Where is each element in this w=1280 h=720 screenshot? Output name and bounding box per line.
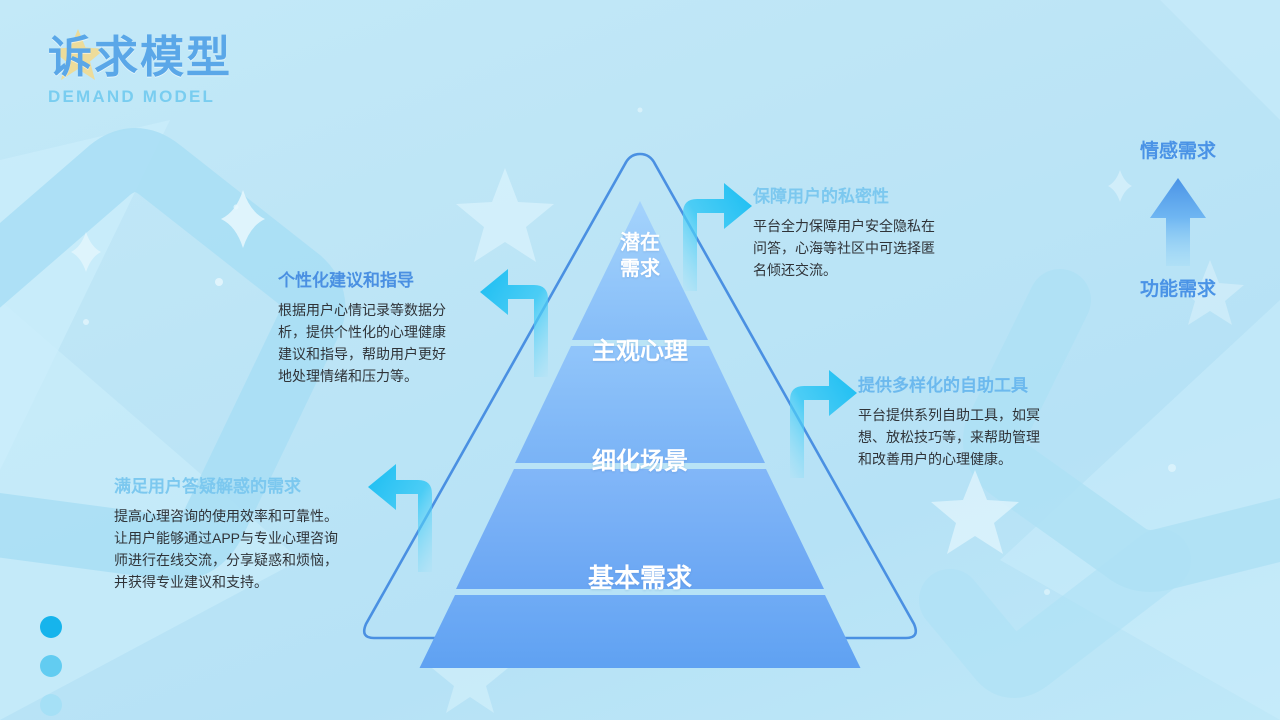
callout-advice: 个性化建议和指导 根据用户心情记录等数据分 析，提供个性化的心理健康 建议和指导…: [278, 270, 488, 387]
callout-advice-title: 个性化建议和指导: [278, 271, 414, 290]
pyramid-svg: [362, 152, 918, 668]
header: 诉求模型 DEMAND MODEL: [48, 29, 232, 106]
pyramid-layer-scenario[interactable]: [456, 469, 824, 589]
pyramid-layer-basic[interactable]: [401, 595, 880, 668]
page-title: 诉求模型: [48, 33, 232, 82]
callout-privacy-body: 平台全力保障用户安全隐私在 问答，心海等社区中可选择匿 名倾还交流。: [753, 218, 935, 278]
star-icon: [51, 29, 105, 80]
axis-label-top: 情感需求: [1139, 141, 1216, 162]
needs-axis: 情感需求 功能需求: [1088, 140, 1268, 302]
dot-group: [40, 616, 62, 720]
dot-2: [40, 655, 62, 677]
callout-qa: 满足用户答疑解惑的需求 提高心理咨询的使用效率和可靠性。 让用户能够通过APP与…: [114, 476, 378, 593]
pyramid-layer-latent[interactable]: [572, 201, 708, 340]
callout-tools-body: 平台提供系列自助工具，如冥 想、放松技巧等，来帮助管理 和改善用户的心理健康。: [858, 407, 1040, 467]
callout-qa-body: 提高心理咨询的使用效率和可靠性。 让用户能够通过APP与专业心理咨询 师进行在线…: [114, 508, 339, 590]
arrow-up-icon: [1150, 178, 1206, 266]
callout-tools-title: 提供多样化的自助工具: [858, 376, 1028, 395]
callout-tools: 提供多样化的自助工具 平台提供系列自助工具，如冥 想、放松技巧等，来帮助管理 和…: [858, 375, 1098, 470]
page-subtitle: DEMAND MODEL: [48, 87, 216, 106]
dot-3: [40, 694, 62, 716]
dot-1: [40, 616, 62, 638]
callout-qa-title: 满足用户答疑解惑的需求: [114, 477, 301, 496]
axis-label-bottom: 功能需求: [1139, 279, 1216, 300]
callout-privacy: 保障用户的私密性 平台全力保障用户安全隐私在 问答，心海等社区中可选择匿 名倾还…: [753, 186, 993, 281]
pyramid-layer-subjective[interactable]: [515, 346, 765, 463]
callout-privacy-title: 保障用户的私密性: [753, 187, 889, 206]
callout-advice-body: 根据用户心情记录等数据分 析，提供个性化的心理健康 建议和指导，帮助用户更好 地…: [278, 302, 446, 384]
